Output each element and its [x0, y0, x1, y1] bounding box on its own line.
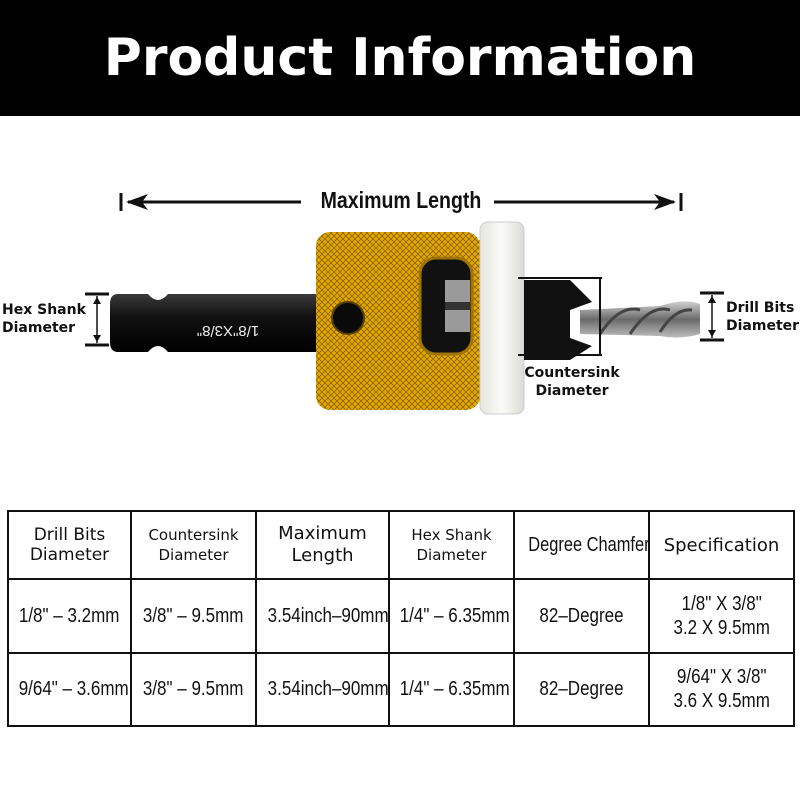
hex-shank-label: Hex Shank Diameter	[2, 302, 86, 336]
drill-bits-dimension-icon	[700, 291, 724, 342]
countersink-drill-bit-illustration: 1/8"X3/8"	[110, 221, 700, 415]
max-length-label: Maximum Length	[320, 187, 482, 213]
countersink-cutter	[524, 280, 592, 360]
hex-shank-dimension-icon	[85, 292, 109, 347]
header-specification: Specification	[648, 510, 795, 580]
double-arrow-icon	[119, 193, 683, 211]
table-row: 9/64" – 3.6mm 3/8" – 9.5mm 3.54inch–90mm…	[7, 651, 795, 727]
set-screw	[331, 301, 365, 335]
page-title: Product Information	[103, 28, 697, 88]
svg-text:1/8"X3/8": 1/8"X3/8"	[197, 322, 259, 339]
hex-shank	[110, 294, 320, 352]
header-degree-chamfer: Degree Chamfer	[513, 510, 650, 580]
table-row: 1/8" – 3.2mm 3/8" – 9.5mm 3.54inch–90mm …	[7, 578, 795, 654]
drill-bits-label: Drill Bits Diameter	[726, 300, 800, 334]
title-banner: Product Information	[0, 0, 800, 116]
countersink-label: Countersink Diameter	[524, 365, 620, 399]
max-length-dimension: Maximum Length	[118, 185, 684, 217]
countersink-dimension-icon	[518, 277, 602, 356]
